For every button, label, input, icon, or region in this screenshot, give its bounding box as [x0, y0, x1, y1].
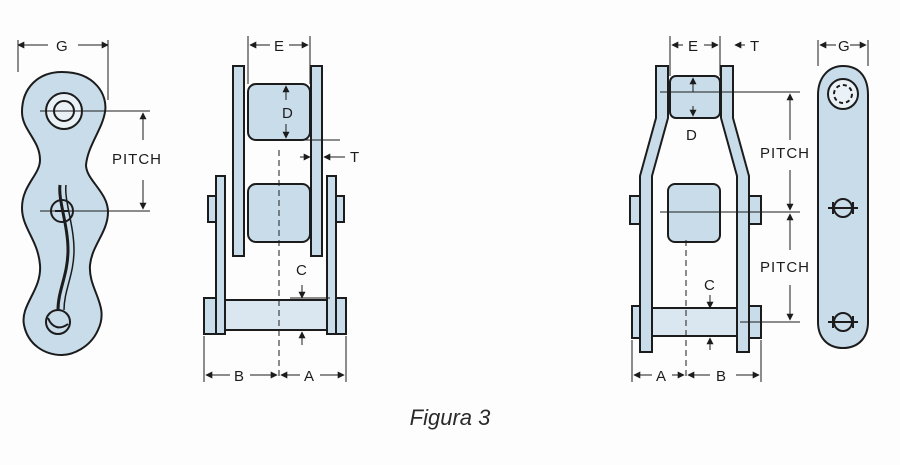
view-tapered-link-side [817, 64, 869, 350]
top-roller [247, 83, 311, 141]
figure-caption: Figura 3 [409, 405, 491, 430]
left-tapered-plate [639, 65, 669, 353]
view1-label-pitch: PITCH [112, 151, 162, 168]
view2-label-t: T [350, 149, 360, 166]
view3-label-pitch-upper: PITCH [760, 145, 810, 162]
view3-label-d: D [686, 127, 698, 144]
tapered-top-roller [669, 75, 721, 119]
view2-label-d: D [282, 105, 294, 122]
view3-label-a: A [656, 368, 667, 385]
view3-label-e: E [688, 38, 699, 55]
view-offset-link-top [203, 65, 347, 335]
offset-cotter-bar [56, 184, 70, 311]
view2-label-e: E [274, 38, 285, 55]
view-offset-link-side [20, 70, 110, 357]
view3-label-b: B [716, 368, 727, 385]
view2-label-b: B [234, 368, 245, 385]
view3-label-t: T [750, 38, 760, 55]
view1-label-g: G [56, 38, 69, 55]
tapered-bottom-pin [651, 307, 738, 337]
view3-label-pitch-lower: PITCH [760, 259, 810, 276]
view2-label-c: C [296, 262, 308, 279]
tapered-middle-roller [667, 183, 721, 243]
right-side-plate [310, 65, 323, 257]
view3-label-c: C [704, 277, 716, 294]
bottom-pin [45, 309, 71, 335]
right-tapered-plate [720, 65, 750, 353]
view4-label-g: G [838, 38, 851, 55]
bottom-pin-shaft [224, 299, 328, 331]
left-side-plate [232, 65, 245, 257]
view-tapered-link-top [629, 65, 762, 353]
view2-label-a: A [304, 368, 315, 385]
